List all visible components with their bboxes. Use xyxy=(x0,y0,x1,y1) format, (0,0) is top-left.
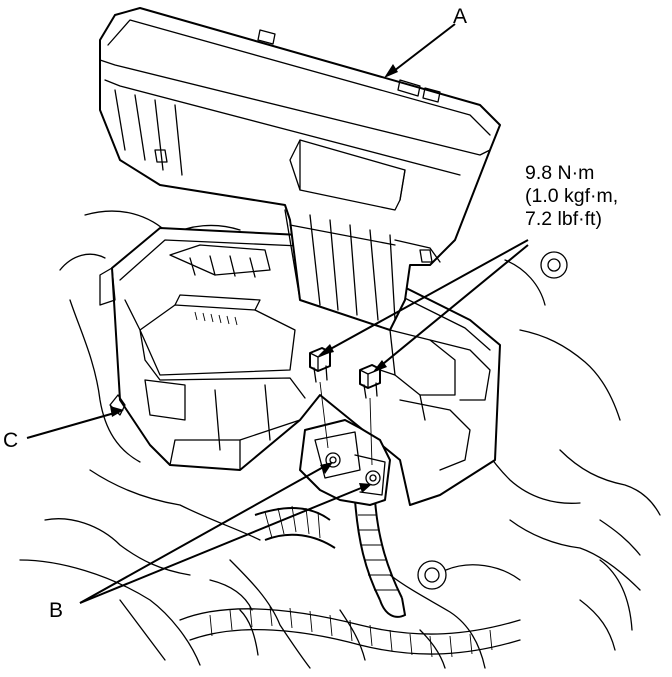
torque-spec-line-3: 7.2 lbf·ft) xyxy=(525,208,602,230)
arrow-torque-1 xyxy=(318,344,334,356)
wire-harness xyxy=(254,499,407,618)
torque-spec-line-2: (1.0 kgf·m, xyxy=(525,185,619,207)
callout-label-c: C xyxy=(3,429,19,452)
torque-spec: 9.8 N·m (1.0 kgf·m, 7.2 lbf·ft) xyxy=(525,162,618,231)
callout-label-a: A xyxy=(453,5,468,28)
fuse-box-cover xyxy=(99,7,501,331)
arrow-b-1 xyxy=(320,462,333,474)
arrow-c xyxy=(110,406,124,417)
arrow-torque-2 xyxy=(372,360,387,373)
arrow-a xyxy=(384,64,398,78)
arrow-b-2 xyxy=(359,483,372,493)
torque-spec-line-1: 9.8 N·m xyxy=(525,162,595,184)
leader-lines xyxy=(26,23,529,604)
callout-label-b: B xyxy=(49,599,64,622)
